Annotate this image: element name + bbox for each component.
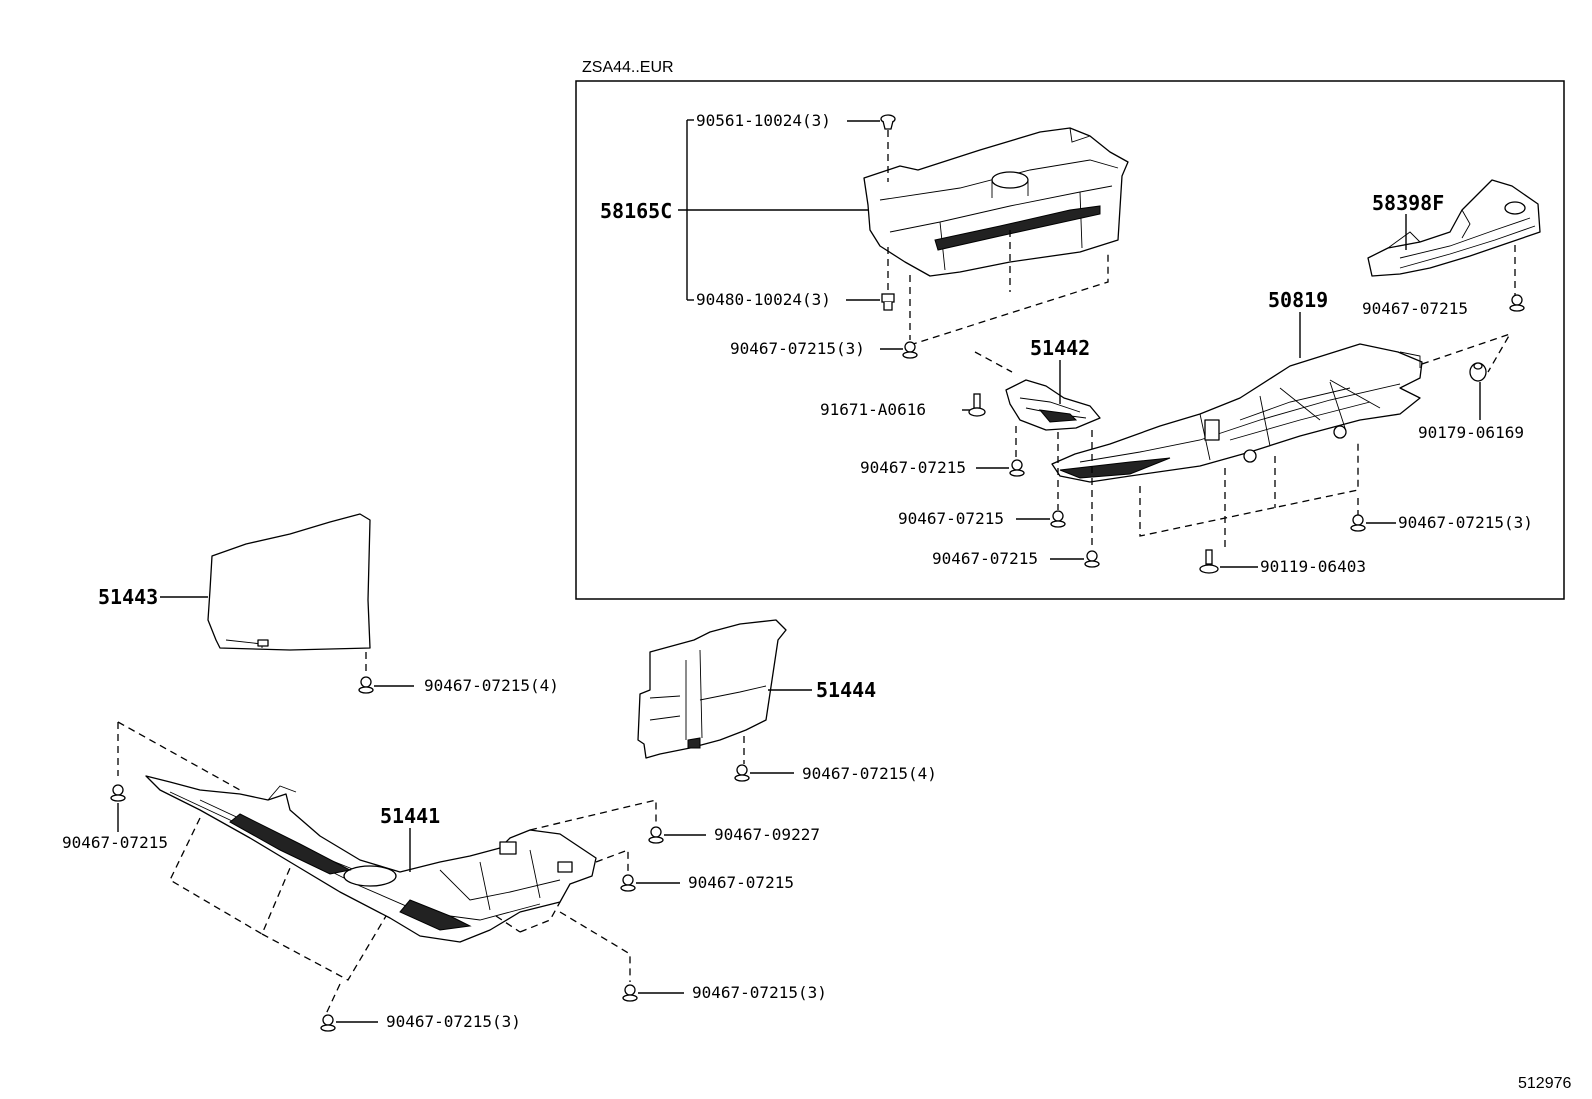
clip-icon	[734, 764, 750, 782]
part-51441-undercover[interactable]	[145, 775, 597, 943]
part-51444-panel[interactable]	[637, 619, 787, 759]
part-51442-bracket[interactable]	[1005, 379, 1101, 431]
fastener-label-90467-07215-51442b[interactable]: 90467-07215	[898, 509, 1004, 528]
clip-icon	[358, 676, 374, 694]
fastener-label-90561-10024[interactable]: 90561-10024(3)	[696, 111, 831, 130]
clip-icon	[622, 984, 638, 1002]
grommet-icon	[880, 114, 896, 130]
part-58398f-bracket[interactable]	[1367, 179, 1541, 277]
inset-frame	[575, 80, 1565, 600]
fastener-label-90467-07215-3a[interactable]: 90467-07215(3)	[730, 339, 865, 358]
fastener-label-90467-07215-3d[interactable]: 90467-07215(3)	[386, 1012, 521, 1031]
part-label-51441[interactable]: 51441	[380, 804, 440, 828]
clip-icon	[1350, 514, 1366, 532]
part-label-51443[interactable]: 51443	[98, 585, 158, 609]
part-58165c-tray[interactable]	[863, 127, 1129, 277]
part-label-58165c[interactable]: 58165C	[600, 199, 672, 223]
fastener-label-90467-07215-3c[interactable]: 90467-07215(3)	[692, 983, 827, 1002]
fastener-label-90480-10024[interactable]: 90480-10024(3)	[696, 290, 831, 309]
fastener-label-90467-07215-3b[interactable]: 90467-07215(3)	[1398, 513, 1533, 532]
inset-title: ZSA44..EUR	[582, 59, 674, 76]
fastener-label-90119-06403[interactable]: 90119-06403	[1260, 557, 1366, 576]
fastener-label-90179-06169[interactable]: 90179-06169	[1418, 423, 1524, 442]
clip-icon	[648, 826, 664, 844]
bolt-icon	[968, 393, 986, 417]
clip-icon	[1050, 510, 1066, 528]
fastener-label-91671-a0616[interactable]: 91671-A0616	[820, 400, 926, 419]
fastener-label-90467-07215-51441a[interactable]: 90467-07215	[62, 833, 168, 852]
fastener-label-90467-09227[interactable]: 90467-09227	[714, 825, 820, 844]
fastener-label-90467-07215-4a[interactable]: 90467-07215(4)	[424, 676, 559, 695]
part-50819-undercover[interactable]	[1051, 343, 1423, 483]
bolt-icon	[1199, 549, 1219, 574]
fastener-label-90467-07215-51442a[interactable]: 90467-07215	[860, 458, 966, 477]
part-51443-panel[interactable]	[207, 513, 371, 651]
clip-icon	[902, 341, 918, 359]
part-label-58398f[interactable]: 58398F	[1372, 191, 1444, 215]
part-label-51442[interactable]: 51442	[1030, 336, 1090, 360]
clip-icon	[1084, 550, 1100, 568]
nut-icon	[881, 293, 895, 311]
part-label-51444[interactable]: 51444	[816, 678, 876, 702]
clip-icon	[110, 784, 126, 802]
clip-icon	[1509, 294, 1525, 312]
clip-icon	[320, 1014, 336, 1032]
catalog-number: 512976	[1518, 1075, 1571, 1092]
fastener-label-90467-07215-58398f[interactable]: 90467-07215	[1362, 299, 1468, 318]
fastener-label-90467-07215-51441b[interactable]: 90467-07215	[688, 873, 794, 892]
clip-icon	[620, 874, 636, 892]
clip-icon	[1009, 459, 1025, 477]
part-label-50819[interactable]: 50819	[1268, 288, 1328, 312]
fastener-label-90467-07215-51442c[interactable]: 90467-07215	[932, 549, 1038, 568]
fastener-label-90467-07215-4b[interactable]: 90467-07215(4)	[802, 764, 937, 783]
grommet-icon	[1469, 362, 1487, 382]
